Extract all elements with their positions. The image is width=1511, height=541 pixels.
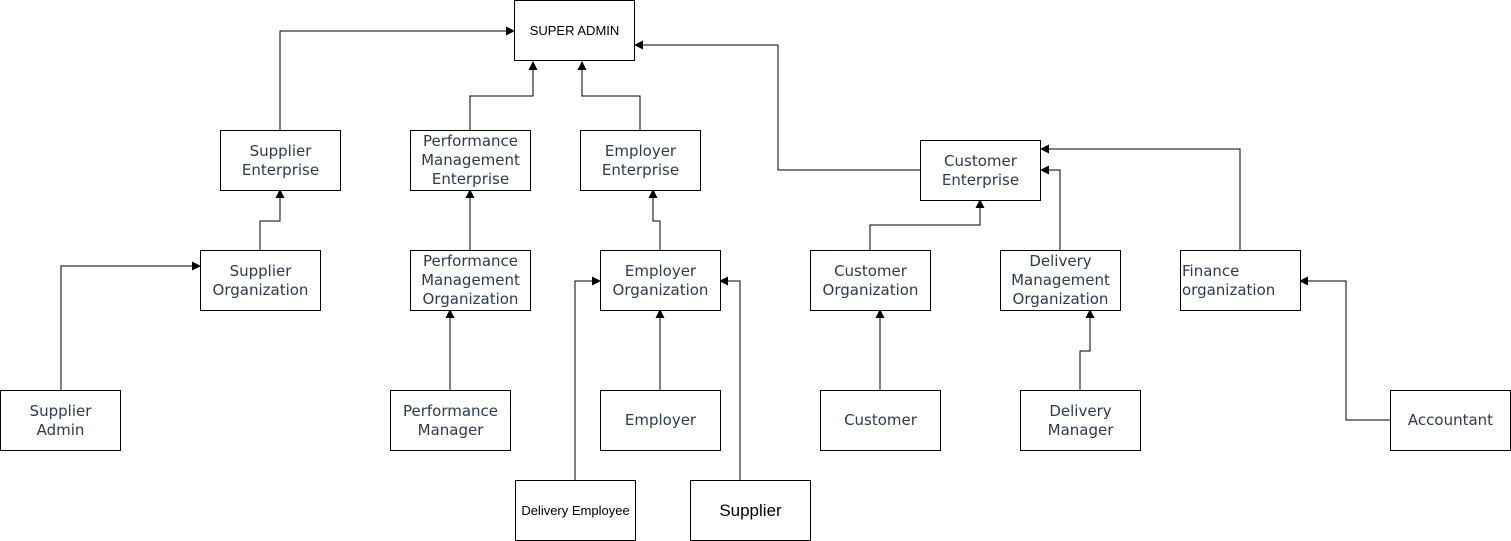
edge-employer-organization-to-employer-enterprise [648, 189, 661, 250]
node-supplier-enterprise-label: Supplier Enterprise [241, 141, 320, 179]
edge-delivery-employee-to-employer-organization [574, 276, 601, 480]
node-employer-organization-label: Employer Organization [612, 261, 709, 299]
node-customer-enterprise-label: Customer Enterprise [941, 151, 1020, 189]
node-employer-enterprise[interactable]: Employer Enterprise [580, 130, 701, 191]
edge-supplier-enterprise-to-super-admin [279, 26, 515, 130]
node-supplier-admin-label: Supplier Admin [29, 401, 92, 439]
edge-delivery-management-organization-to-customer-enterprise [1040, 165, 1061, 250]
node-performance-management-organization[interactable]: Performance Management Organization [410, 250, 531, 311]
edge-employer-enterprise-to-super-admin [577, 61, 641, 130]
node-employer-label: Employer [624, 411, 697, 429]
node-performance-manager-label: Performance Manager [402, 401, 499, 439]
node-performance-management-organization-label: Performance Management Organization [421, 252, 520, 308]
node-super-admin[interactable]: SUPER ADMIN [514, 0, 635, 61]
node-finance-organization-label: Finance organization [1182, 261, 1276, 299]
node-supplier[interactable]: Supplier [690, 480, 811, 541]
edge-finance-organization-to-customer-enterprise [1040, 144, 1241, 250]
node-performance-manager[interactable]: Performance Manager [390, 390, 511, 451]
node-employer-organization[interactable]: Employer Organization [600, 250, 721, 311]
node-supplier-enterprise[interactable]: Supplier Enterprise [220, 130, 341, 191]
node-customer[interactable]: Customer [820, 390, 941, 451]
node-performance-management-enterprise-label: Performance Management Enterprise [421, 132, 520, 188]
node-customer-organization[interactable]: Customer Organization [810, 250, 931, 311]
edge-supplier-to-employer-organization [719, 276, 741, 480]
node-supplier-organization-label: Supplier Organization [212, 261, 309, 299]
node-super-admin-label: SUPER ADMIN [529, 23, 620, 38]
edge-supplier-organization-to-supplier-enterprise [259, 189, 285, 250]
node-delivery-manager-label: Delivery Manager [1047, 401, 1114, 439]
node-customer-label: Customer [844, 411, 917, 429]
node-delivery-manager[interactable]: Delivery Manager [1020, 390, 1141, 451]
node-customer-enterprise[interactable]: Customer Enterprise [920, 140, 1041, 201]
node-finance-organization[interactable]: Finance organization [1180, 250, 1301, 311]
edge-accountant-to-finance-organization [1299, 276, 1390, 421]
node-supplier-label: Supplier [719, 501, 782, 520]
node-supplier-admin[interactable]: Supplier Admin [0, 390, 121, 451]
node-performance-management-enterprise[interactable]: Performance Management Enterprise [410, 130, 531, 191]
edge-customer-enterprise-to-super-admin [634, 40, 920, 171]
node-delivery-management-organization[interactable]: Delivery Management Organization [1000, 250, 1121, 311]
node-customer-organization-label: Customer Organization [822, 261, 919, 299]
node-delivery-employee-label: Delivery Employee [521, 503, 630, 518]
node-accountant-label: Accountant [1407, 411, 1494, 429]
node-delivery-employee[interactable]: Delivery Employee [515, 480, 636, 541]
node-accountant[interactable]: Accountant [1390, 390, 1511, 451]
node-employer[interactable]: Employer [600, 390, 721, 451]
edge-supplier-admin-to-supplier-organization [60, 261, 201, 390]
edge-delivery-manager-to-delivery-management-organization [1079, 309, 1095, 390]
node-employer-enterprise-label: Employer Enterprise [601, 141, 680, 179]
node-supplier-organization[interactable]: Supplier Organization [200, 250, 321, 311]
node-delivery-management-organization-label: Delivery Management Organization [1011, 252, 1110, 308]
edge-performance-management-enterprise-to-super-admin [469, 61, 538, 130]
edge-customer-organization-to-customer-enterprise [869, 199, 985, 250]
